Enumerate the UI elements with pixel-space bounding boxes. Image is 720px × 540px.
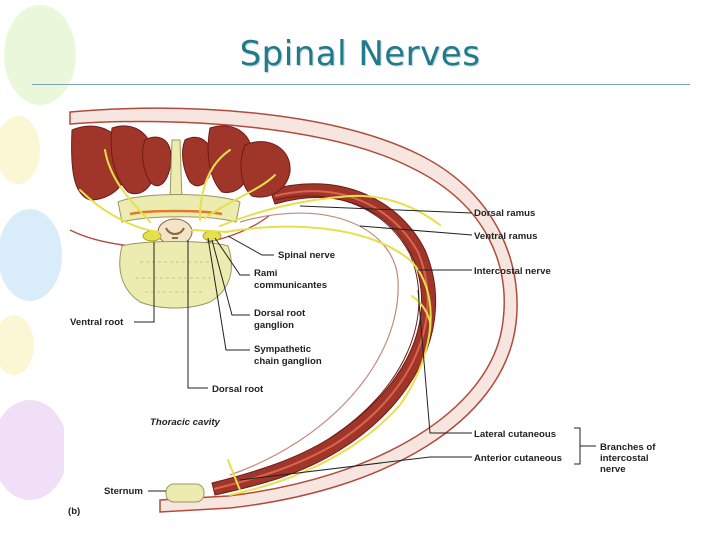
balloon-yellow-decoration-2 xyxy=(0,315,34,375)
muscle-center-left xyxy=(142,136,172,187)
label-ventral-root: Ventral root xyxy=(70,317,124,328)
leader-anterior-cutaneous xyxy=(239,456,472,481)
label-dorsal-ramus: Dorsal ramus xyxy=(474,208,535,219)
slide-title: Spinal Nerves xyxy=(239,34,481,74)
balloon-blue-decoration xyxy=(0,209,62,301)
intercostal-muscle-stripe-2 xyxy=(274,195,420,439)
back-muscles xyxy=(71,125,291,201)
sternum-bone xyxy=(165,483,205,503)
ligament-stripe xyxy=(129,209,223,216)
balloon-green-decoration xyxy=(4,5,76,105)
vertebral-body xyxy=(119,241,232,309)
anterior-cutaneous-nerve xyxy=(227,459,241,491)
label-branches-line3: nerve xyxy=(600,464,626,475)
pleura-lining xyxy=(229,212,399,476)
spinous-process xyxy=(169,139,183,201)
label-lateral-cutaneous: Lateral cutaneous xyxy=(474,429,556,440)
leader-lines xyxy=(134,205,596,492)
balloon-purple-decoration xyxy=(0,400,68,500)
leader-dorsal-ramus xyxy=(299,205,473,214)
label-rami-line2: communicantes xyxy=(254,280,327,291)
label-dorsal-root: Dorsal root xyxy=(212,384,264,395)
label-branches-line1: Branches of xyxy=(600,442,656,453)
leader-lateral-cutaneous xyxy=(417,289,472,434)
label-symp-line2: chain ganglion xyxy=(254,356,322,367)
title-divider xyxy=(32,84,690,85)
intercostal-muscle-band xyxy=(211,183,437,496)
back-muscle-nerve-2 xyxy=(204,174,276,219)
back-muscle-nerve-1 xyxy=(199,149,231,221)
leader-drg xyxy=(211,239,250,316)
leader-ventral-root xyxy=(134,242,155,323)
leader-dorsal-root xyxy=(187,240,208,389)
body-wall-skin xyxy=(69,107,518,513)
label-anterior-cutaneous: Anterior cutaneous xyxy=(474,453,562,464)
label-drg-line2: ganglion xyxy=(254,320,294,331)
lateral-cutaneous-nerve xyxy=(411,295,432,331)
label-spinal-nerve: Spinal nerve xyxy=(278,250,335,261)
left-nerve-branch xyxy=(79,189,159,233)
spinal-nerve-trunk xyxy=(191,229,229,233)
label-intercostal-nerve: Intercostal nerve xyxy=(474,266,551,277)
label-branches-line2: intercostal xyxy=(600,453,649,464)
back-muscle-nerve-3 xyxy=(104,149,151,223)
muscle-right-inner xyxy=(207,125,253,193)
label-symp-line1: Sympathetic xyxy=(254,344,312,355)
label-thoracic-cavity: Thoracic cavity xyxy=(150,417,221,428)
muscle-right-outer xyxy=(240,141,291,198)
leader-ventral-ramus xyxy=(359,225,473,236)
label-sternum: Sternum xyxy=(104,486,143,497)
sympathetic-ganglion-right xyxy=(202,230,222,242)
leader-symp xyxy=(207,237,250,351)
panel-label: (b) xyxy=(68,506,80,517)
leader-spinal-nerve xyxy=(227,235,274,256)
intercostal-muscle-stripe-1 xyxy=(213,190,429,490)
label-drg-line1: Dorsal root xyxy=(254,308,306,319)
label-ventral-ramus: Ventral ramus xyxy=(474,231,537,242)
muscle-center-right xyxy=(182,136,213,187)
vertebral-body-texture xyxy=(136,261,214,293)
label-rami-line1: Rami xyxy=(254,268,277,279)
gray-matter xyxy=(165,227,185,239)
balloon-yellow-decoration xyxy=(0,116,40,184)
leader-rami xyxy=(214,237,250,276)
